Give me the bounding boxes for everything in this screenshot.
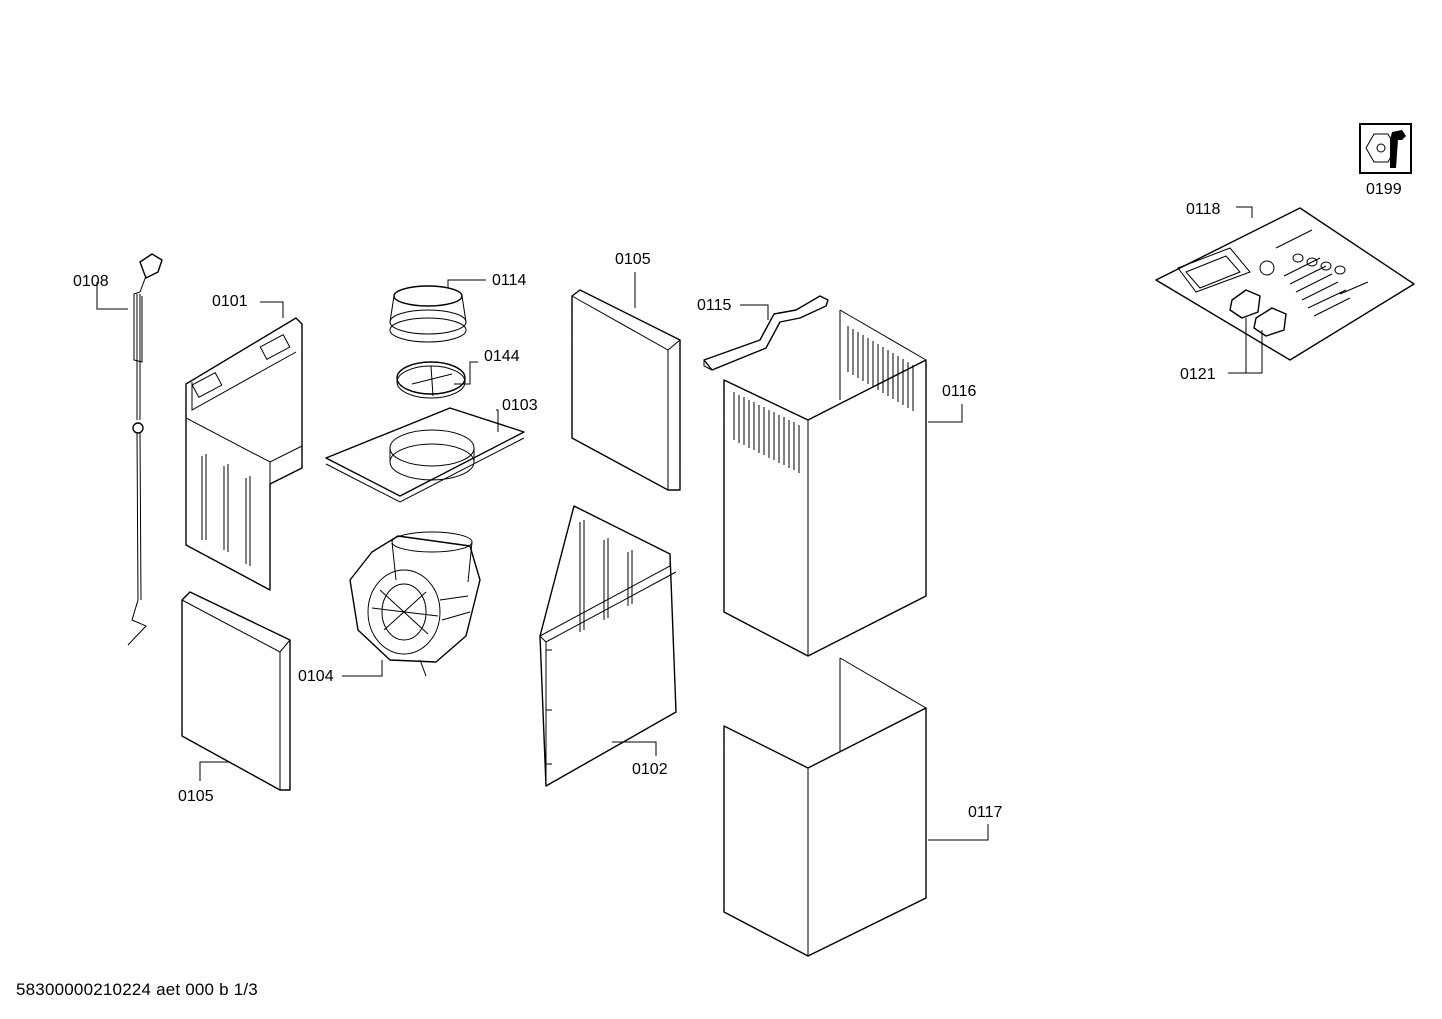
label-0116: 0116 — [942, 383, 977, 400]
label-0115: 0115 — [697, 297, 732, 314]
label-0121: 0121 — [1180, 366, 1216, 383]
fan-motor-part[interactable] — [349, 531, 481, 677]
label-0199: 0199 — [1366, 181, 1402, 198]
upper-chimney-part[interactable] — [723, 309, 927, 657]
accessory-bag-part[interactable] — [1155, 207, 1415, 361]
lower-chimney-part[interactable] — [723, 657, 927, 957]
drawing-number: 58300000210224 aet 000 b 1/3 — [16, 980, 258, 999]
side-panel-right-part[interactable] — [571, 289, 681, 491]
label-0101: 0101 — [212, 293, 248, 310]
label-0104: 0104 — [298, 668, 334, 685]
label-0144: 0144 — [484, 348, 520, 365]
label-0105-top: 0105 — [615, 251, 651, 268]
label-0108: 0108 — [73, 273, 109, 290]
mounting-plate-part[interactable] — [325, 407, 525, 503]
check-valve-part[interactable] — [396, 361, 466, 399]
air-collar-part[interactable] — [389, 285, 467, 343]
label-0117: 0117 — [968, 804, 1003, 821]
back-frame-part[interactable] — [185, 317, 303, 591]
side-panel-left-part[interactable] — [181, 591, 291, 791]
label-0114: 0114 — [492, 272, 527, 289]
label-0105-bottom: 0105 — [178, 788, 214, 805]
label-0118: 0118 — [1186, 201, 1221, 218]
front-frame-part[interactable] — [539, 505, 677, 787]
label-0102: 0102 — [632, 761, 668, 778]
power-cord-part[interactable] — [127, 253, 163, 646]
wrench-nut-icon[interactable] — [1359, 123, 1412, 174]
label-0103: 0103 — [502, 397, 538, 414]
chimney-bracket-part[interactable] — [703, 295, 829, 371]
